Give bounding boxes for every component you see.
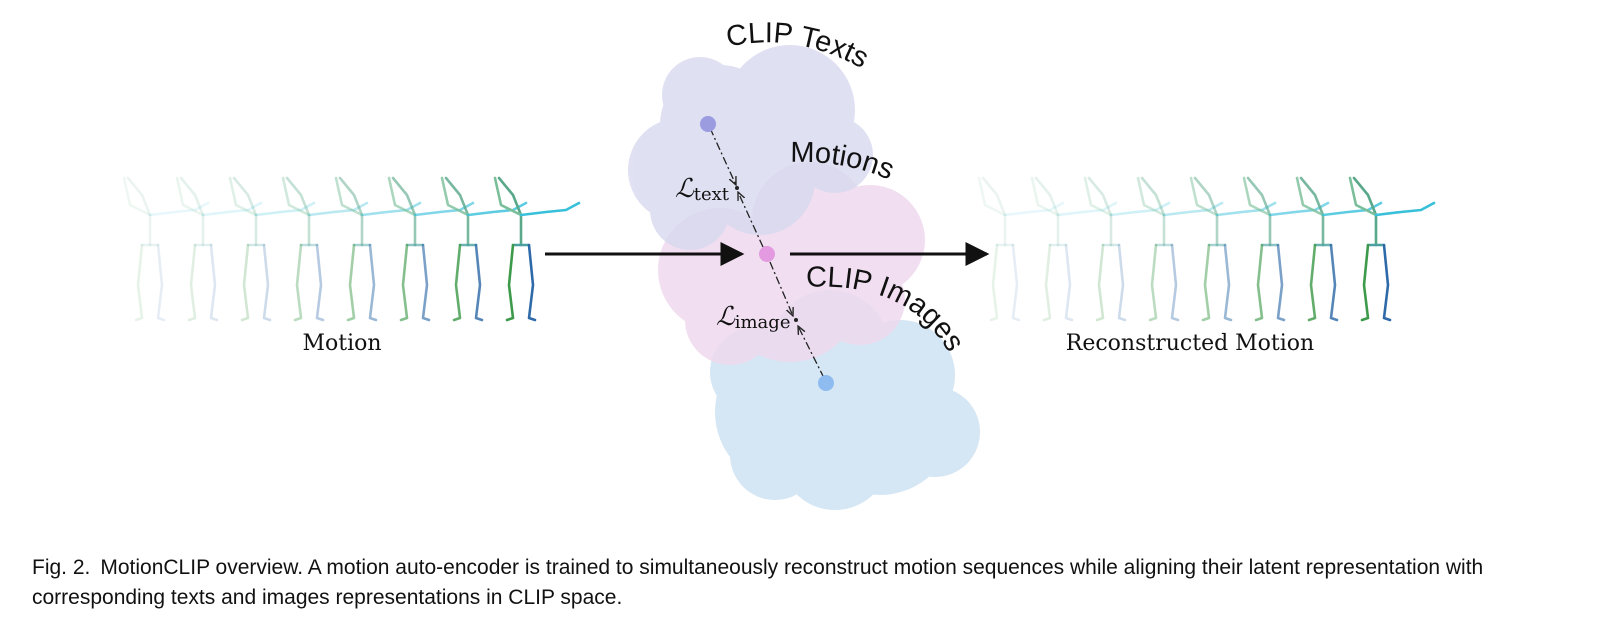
- input-motion-label: Motion: [302, 331, 381, 356]
- text-loss-arrows: [709, 127, 764, 248]
- figure-canvas: CLIP Texts Motions CLIP Images ℒtext ℒim…: [122, 17, 1436, 510]
- stick-figure: [1242, 176, 1330, 322]
- stick-figure: [1295, 176, 1383, 322]
- stick-figure: [493, 176, 581, 322]
- stick-figure: [1083, 176, 1171, 322]
- stick-figure: [1189, 176, 1277, 322]
- text-loss-label: ℒtext: [675, 174, 730, 205]
- clip-texts-cloud: [628, 45, 873, 250]
- stick-figure: [334, 176, 422, 322]
- reconstructed-motion-sequence: [977, 176, 1436, 322]
- image-loss-label: ℒimage: [716, 302, 790, 333]
- stick-figure: [1348, 176, 1436, 322]
- image-loss-arrows: [769, 261, 825, 379]
- stick-figure: [977, 176, 1065, 322]
- motion-embedding-point: [759, 246, 775, 262]
- stick-figure: [1136, 176, 1224, 322]
- stick-figure: [228, 176, 316, 322]
- figure-number: Fig. 2.: [32, 556, 91, 579]
- motionclip-overview-figure: CLIP Texts Motions CLIP Images ℒtext ℒim…: [122, 17, 1436, 510]
- stick-figure: [440, 176, 528, 322]
- reconstructed-motion-label: Reconstructed Motion: [1066, 331, 1314, 356]
- text-embedding-point: [700, 116, 716, 132]
- stick-figure: [387, 176, 475, 322]
- stick-figure: [122, 176, 210, 322]
- figure-caption: Fig. 2.MotionCLIP overview. A motion aut…: [32, 553, 1592, 613]
- caption-text: MotionCLIP overview. A motion auto-encod…: [32, 556, 1484, 609]
- image-embedding-point: [818, 375, 834, 391]
- stick-figure: [281, 176, 369, 322]
- input-motion-sequence: [122, 176, 581, 322]
- stick-figure: [175, 176, 263, 322]
- stick-figure: [1030, 176, 1118, 322]
